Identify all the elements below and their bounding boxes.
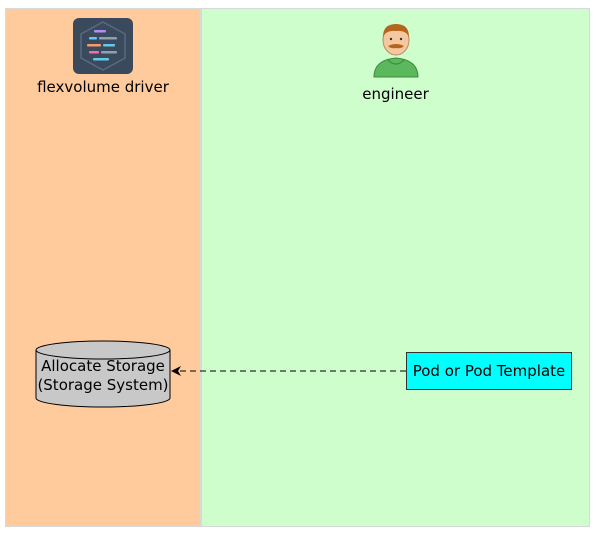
storage-cylinder	[35, 340, 171, 408]
engineer-user-icon	[371, 20, 421, 82]
lane-title-flexvolume-driver: flexvolume driver	[37, 78, 169, 96]
pod-template-node: Pod or Pod Template	[406, 352, 572, 390]
storage-label-line1: Allocate Storage	[41, 357, 165, 375]
storage-node: Allocate Storage (Storage System)	[36, 357, 170, 395]
lane-engineer	[201, 8, 590, 527]
storage-label-line2: (Storage System)	[37, 376, 169, 394]
pod-template-label: Pod or Pod Template	[412, 362, 566, 380]
lane-flexvolume-driver	[5, 8, 201, 527]
lane-title-engineer: engineer	[362, 85, 429, 103]
flexvolume-driver-icon	[73, 18, 133, 78]
